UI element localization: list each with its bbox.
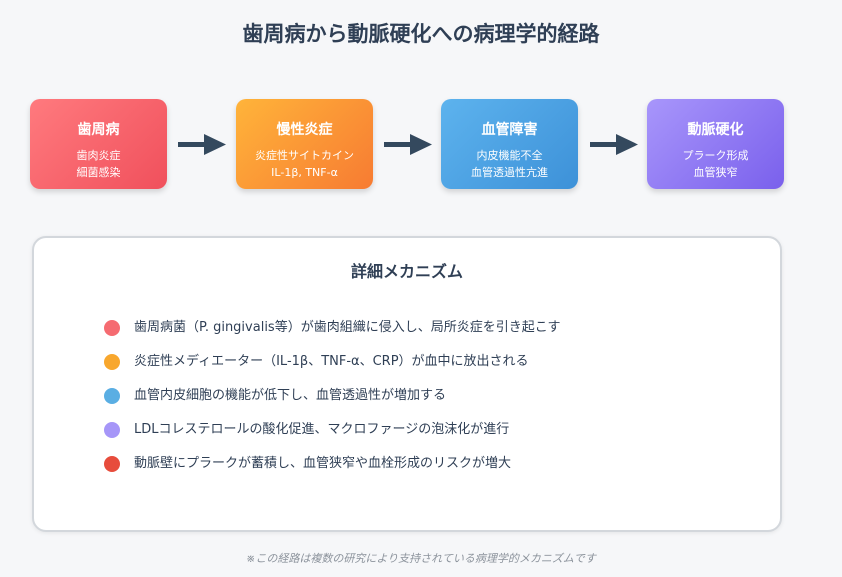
step-arteriosclerosis: 動脈硬化 プラーク形成 血管狭窄: [647, 99, 784, 189]
step-detail-1: 炎症性サイトカイン: [255, 149, 354, 162]
bullet-dot-icon: [104, 354, 120, 370]
arrow-right-icon: [178, 134, 226, 155]
step-vascular-damage: 血管障害 内皮機能不全 血管透過性亢進: [441, 99, 578, 189]
mechanism-card: 詳細メカニズム 歯周病菌（P. gingivalis等）が歯肉組織に侵入し、局所…: [32, 236, 782, 532]
step-name: 動脈硬化: [687, 122, 744, 138]
bullet-dot-icon: [104, 456, 120, 472]
step-detail-2: 血管狭窄: [693, 166, 738, 179]
step-periodontal-disease: 歯周病 歯肉炎症 細菌感染: [30, 99, 167, 189]
mechanism-text: 血管内皮細胞の機能が低下し、血管透過性が増加する: [134, 388, 447, 403]
diagram-title: 歯周病から動脈硬化への病理学的経路: [242, 22, 600, 46]
step-detail-2: 細菌感染: [76, 166, 121, 179]
mechanism-text: 炎症性メディエーター（IL-1β、TNF-α、CRP）が血中に放出される: [134, 354, 529, 369]
step-chronic-inflammation: 慢性炎症 炎症性サイトカイン IL-1β, TNF-α: [236, 99, 373, 189]
arrow-right-icon: [590, 134, 638, 155]
step-name: 慢性炎症: [276, 122, 333, 138]
step-detail-1: プラーク形成: [682, 149, 749, 162]
mechanism-text: LDLコレステロールの酸化促進、マクロファージの泡沫化が進行: [134, 422, 510, 437]
step-detail-1: 歯肉炎症: [76, 149, 121, 162]
step-detail-2: IL-1β, TNF-α: [271, 166, 338, 179]
step-name: 血管障害: [481, 122, 538, 138]
mechanism-text: 動脈壁にプラークが蓄積し、血管狭窄や血栓形成のリスクが増大: [134, 456, 512, 471]
step-name: 歯周病: [77, 122, 120, 138]
footer-note: ※この経路は複数の研究により支持されている病理学的メカニズムです: [246, 552, 596, 565]
mechanism-title: 詳細メカニズム: [350, 262, 463, 281]
bullet-dot-icon: [104, 320, 120, 336]
bullet-dot-icon: [104, 422, 120, 438]
step-detail-2: 血管透過性亢進: [471, 166, 548, 179]
bullet-dot-icon: [104, 388, 120, 404]
mechanism-text: 歯周病菌（P. gingivalis等）が歯肉組織に侵入し、局所炎症を引き起こす: [134, 320, 561, 335]
arrow-right-icon: [384, 134, 432, 155]
step-detail-1: 内皮機能不全: [476, 149, 543, 162]
